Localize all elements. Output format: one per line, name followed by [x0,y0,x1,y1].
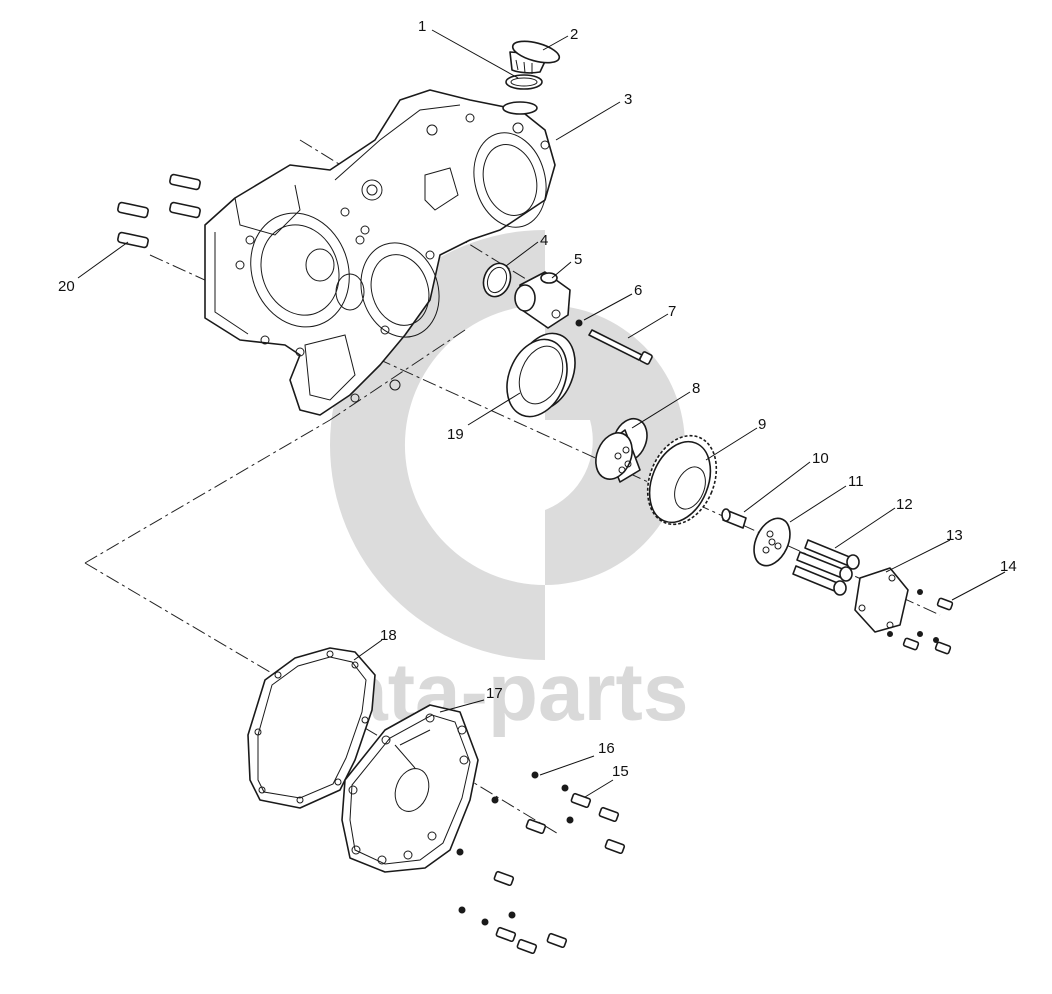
callout-1: 1 [418,18,426,35]
cover-plate [854,567,909,633]
idler-stub [514,271,571,329]
idler-gear [646,434,718,526]
callout-5: 5 [574,251,582,268]
housing-cover [341,704,479,873]
thrust-washer [753,517,791,567]
bolts-washers-bottom [456,771,626,955]
small-screws-right [887,589,954,655]
callout-17: 17 [486,685,503,702]
callout-2: 2 [570,26,578,43]
callout-10: 10 [812,450,829,467]
bearing-hub [595,417,648,483]
callout-7: 7 [668,303,676,320]
callout-11: 11 [848,473,864,490]
leader-lines [77,29,1006,798]
o-ring [482,262,512,298]
callout-9: 9 [758,416,766,433]
studs [117,173,201,249]
callout-14: 14 [1000,558,1017,575]
bolts-set [792,539,860,596]
callout-6: 6 [634,282,642,299]
callout-3: 3 [624,91,632,108]
callout-19: 19 [447,426,464,443]
filler-cap-assembly [502,40,561,115]
seal-ring [506,332,576,418]
pin [721,508,747,529]
callout-4: 4 [540,232,548,249]
callout-18: 18 [380,627,397,644]
callout-15: 15 [612,763,629,780]
ball [575,319,583,327]
long-bolt [588,329,653,365]
callout-13: 13 [946,527,963,544]
callout-12: 12 [896,496,913,513]
callout-16: 16 [598,740,615,757]
gasket [247,647,376,809]
callout-8: 8 [692,380,700,397]
gear-housing [204,89,556,416]
callout-numbers: 1 2 3 4 5 6 7 8 9 10 11 12 13 14 15 16 1… [58,18,1017,780]
callout-20: 20 [58,278,75,295]
